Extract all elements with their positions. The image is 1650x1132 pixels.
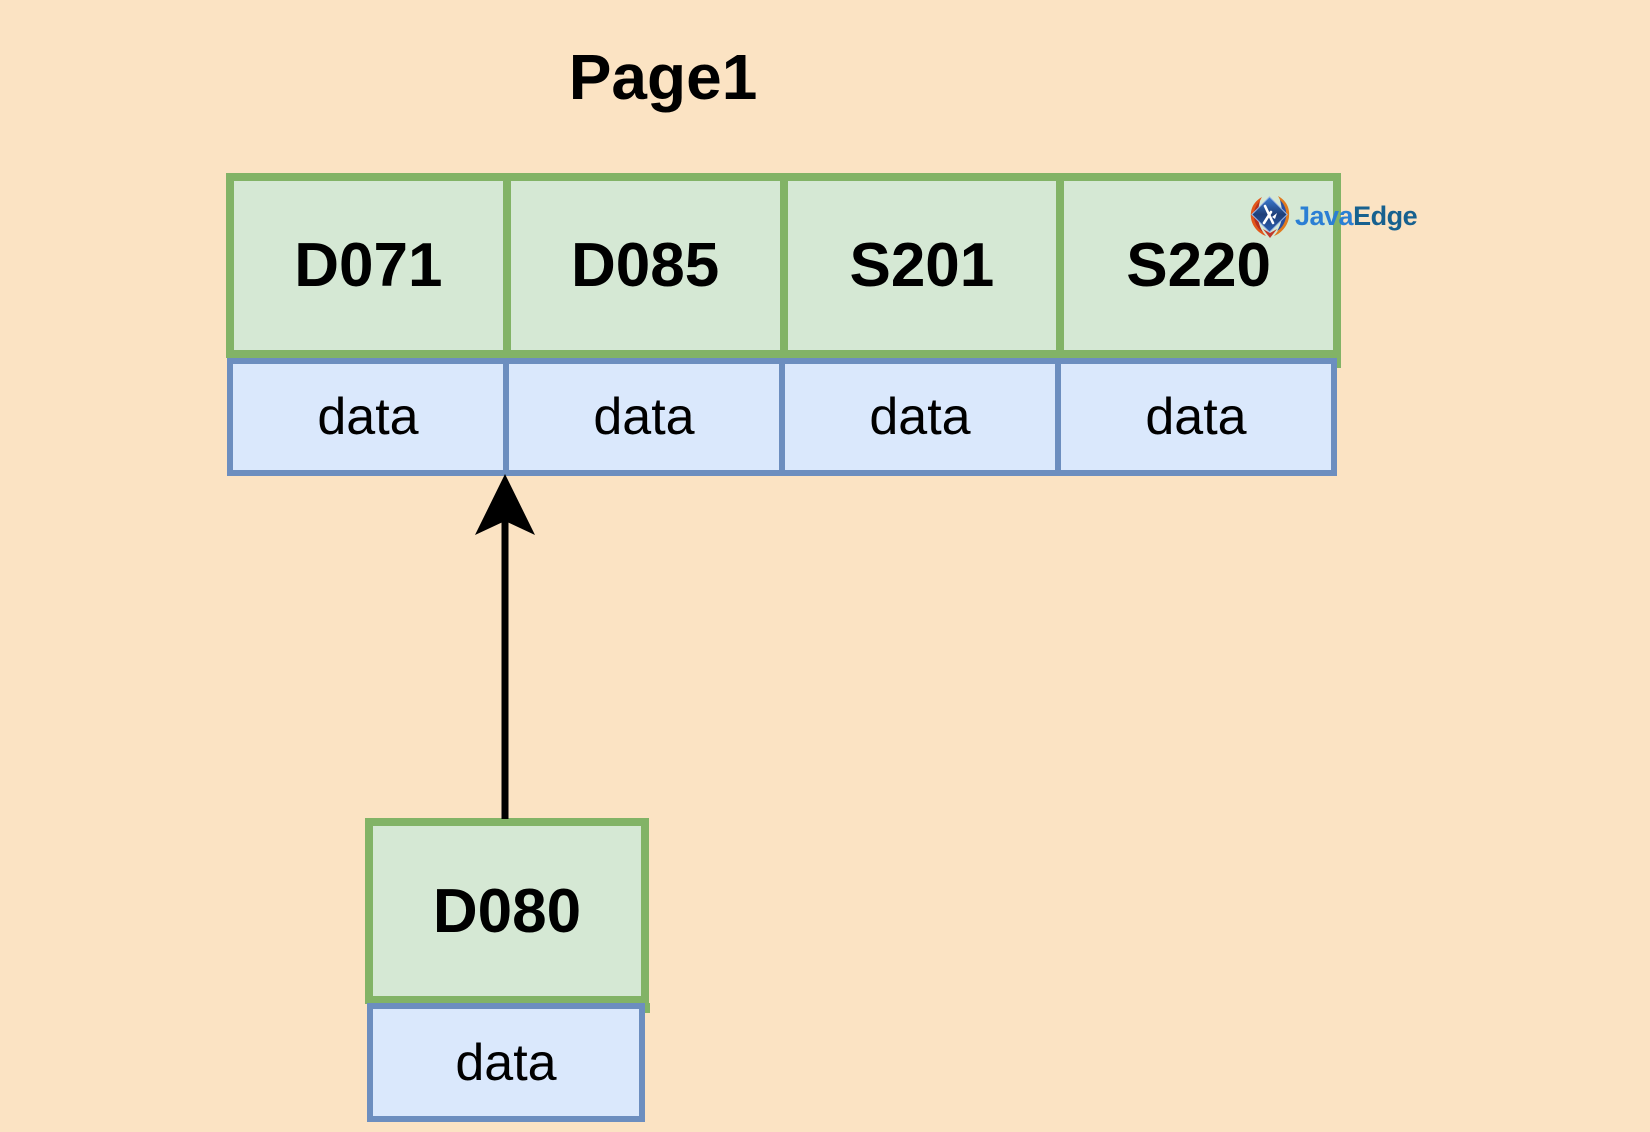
data-cell-s201: data [785,364,1061,470]
green-border-corner [1333,357,1341,368]
key-label: S220 [1126,231,1272,300]
logo-text: JavaEdge [1295,200,1418,231]
javaedge-logo: JavaEdge [1248,193,1418,239]
green-border-corner [641,1003,650,1013]
key-cell-d085: D085 [511,181,788,350]
key-cell-d080: D080 [365,818,649,1004]
key-label: D080 [432,876,582,946]
key-cell-d071: D071 [234,181,511,350]
key-cell-s220: S220 [1064,181,1333,350]
up-arrow-icon [475,474,535,819]
logo-text-java: Java [1295,200,1354,231]
page1-key-row: D071 D085 S201 S220 [226,173,1341,358]
page1-data-row: data data data data [227,358,1337,476]
logo-text-edge: Edge [1353,200,1418,231]
data-cell-d080: data [367,1003,645,1122]
javaedge-diamond-icon [1250,196,1290,238]
data-cell-d085: data [509,364,785,470]
key-label: S201 [849,231,995,300]
key-cell-s201: S201 [788,181,1065,350]
key-label: D071 [294,231,443,300]
key-label: D085 [571,231,720,300]
page-title: Page1 [568,41,758,113]
data-cell-s220: data [1145,388,1247,446]
data-cell-d071: data [233,364,509,470]
